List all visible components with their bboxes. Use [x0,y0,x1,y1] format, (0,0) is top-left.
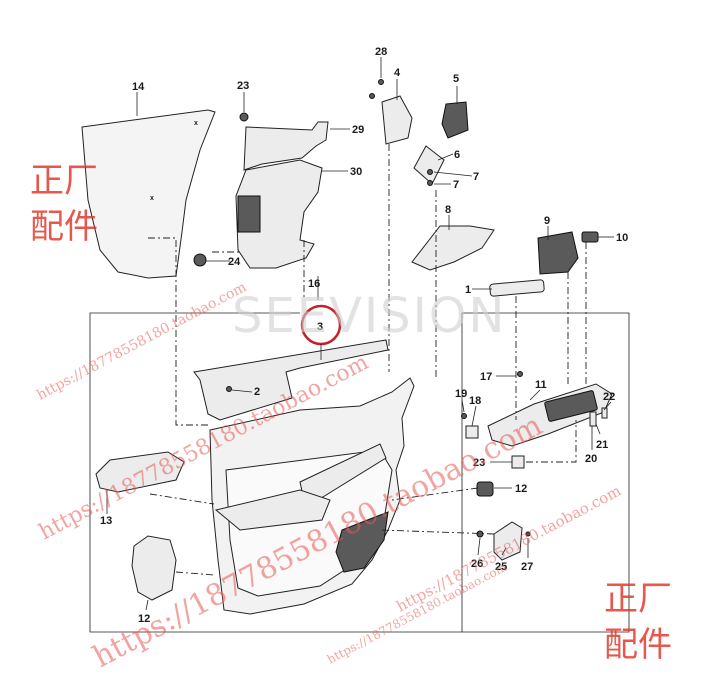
assembly-line [526,420,577,463]
callout-21: 21 [596,439,608,451]
callout-8: 8 [445,204,451,216]
callout-31: 30 [350,166,362,178]
part-18-clip [465,425,479,439]
callout-11: 11 [535,379,547,391]
part-29-screw [378,79,384,85]
callout-18: 18 [469,395,481,407]
part-23-clip [511,455,525,469]
part-19-screw [461,413,467,419]
callout-28: 27 [521,561,533,573]
part-25-fastener [193,253,207,267]
assembly-line [149,493,215,505]
part-26-lower-bracket [493,521,523,561]
callout-4: 4 [394,67,401,79]
assembly-line [148,237,208,426]
part-10-switch-small [581,231,599,243]
part-9-window-switch [537,231,579,275]
callout-16: 16 [308,278,320,290]
callout-6: 6 [454,149,460,161]
part-14-armrest-pad [95,451,185,493]
part-1-gasket [489,279,545,297]
watermark-brand: SEEVISION [232,288,506,344]
callout-22: 22 [603,391,615,403]
assembly-line [175,571,215,576]
part-8-switch-bezel [411,225,495,271]
callout-19: 19 [455,388,467,400]
watermark-cn-bottom-2: 配件 [604,625,672,665]
part-4-mirror-patch [381,95,413,145]
part-20-clip [589,411,597,427]
callout-20: 20 [585,453,597,465]
callout-30: 29 [352,124,364,136]
callout-29: 28 [375,46,387,58]
callout-14: 13 [100,515,112,527]
leader-lines [106,57,614,611]
part-2-screw [226,386,232,392]
part-13-handle-assembly [131,535,177,601]
callout-1: 1 [465,284,471,296]
callout-23: 23 [473,457,485,469]
part-12-clip [476,481,494,497]
part-7-screw-a [427,169,433,175]
callout-2: 2 [254,386,260,398]
watermark-cn-bottom-1: 正厂 [604,579,672,619]
part-28-screw [525,531,531,537]
part-30-upper-bracket [243,121,329,171]
glass-mark: x [150,195,154,202]
part-22-clip [601,407,608,419]
assembly-boundary-box [89,312,630,633]
callout-17: 17 [480,371,492,383]
part-15-vapor-barrier [81,109,216,279]
callout-12: 12 [515,483,527,495]
watermark-cn-top-2: 配件 [30,207,98,247]
part-31-inner-bracket [235,159,323,269]
watermark-cn-top-1: 正厂 [30,161,98,201]
part-11-switch-block [544,390,598,422]
callout-7a: 7 [473,171,479,183]
callout-26: 25 [495,561,507,573]
callout-5: 5 [453,73,459,85]
part-6-corner-cover [413,145,445,185]
callout-13: 12 [138,613,150,625]
part-3-speaker-grille [335,511,389,573]
part-17-screw [517,371,523,377]
glass-mark: x [194,120,198,127]
part-5-tweeter [441,101,469,139]
part-7-screw-b [427,180,433,186]
callout-15: 14 [132,81,145,93]
callout-9: 9 [544,215,550,227]
assembly-line [379,529,495,535]
part-24-fastener [239,112,249,122]
callout-25: 24 [228,256,241,268]
part-3-lower-rail [214,489,331,531]
part-29-screw-b [369,93,375,99]
callout-24: 23 [237,80,249,92]
callout-7b: 7 [453,179,459,191]
part-2-upper-trim-rail [193,339,389,421]
part-31-grille [237,195,261,233]
callout-3: 3 [317,321,323,333]
callout-27: 26 [471,558,483,570]
callout-10: 10 [616,232,628,244]
